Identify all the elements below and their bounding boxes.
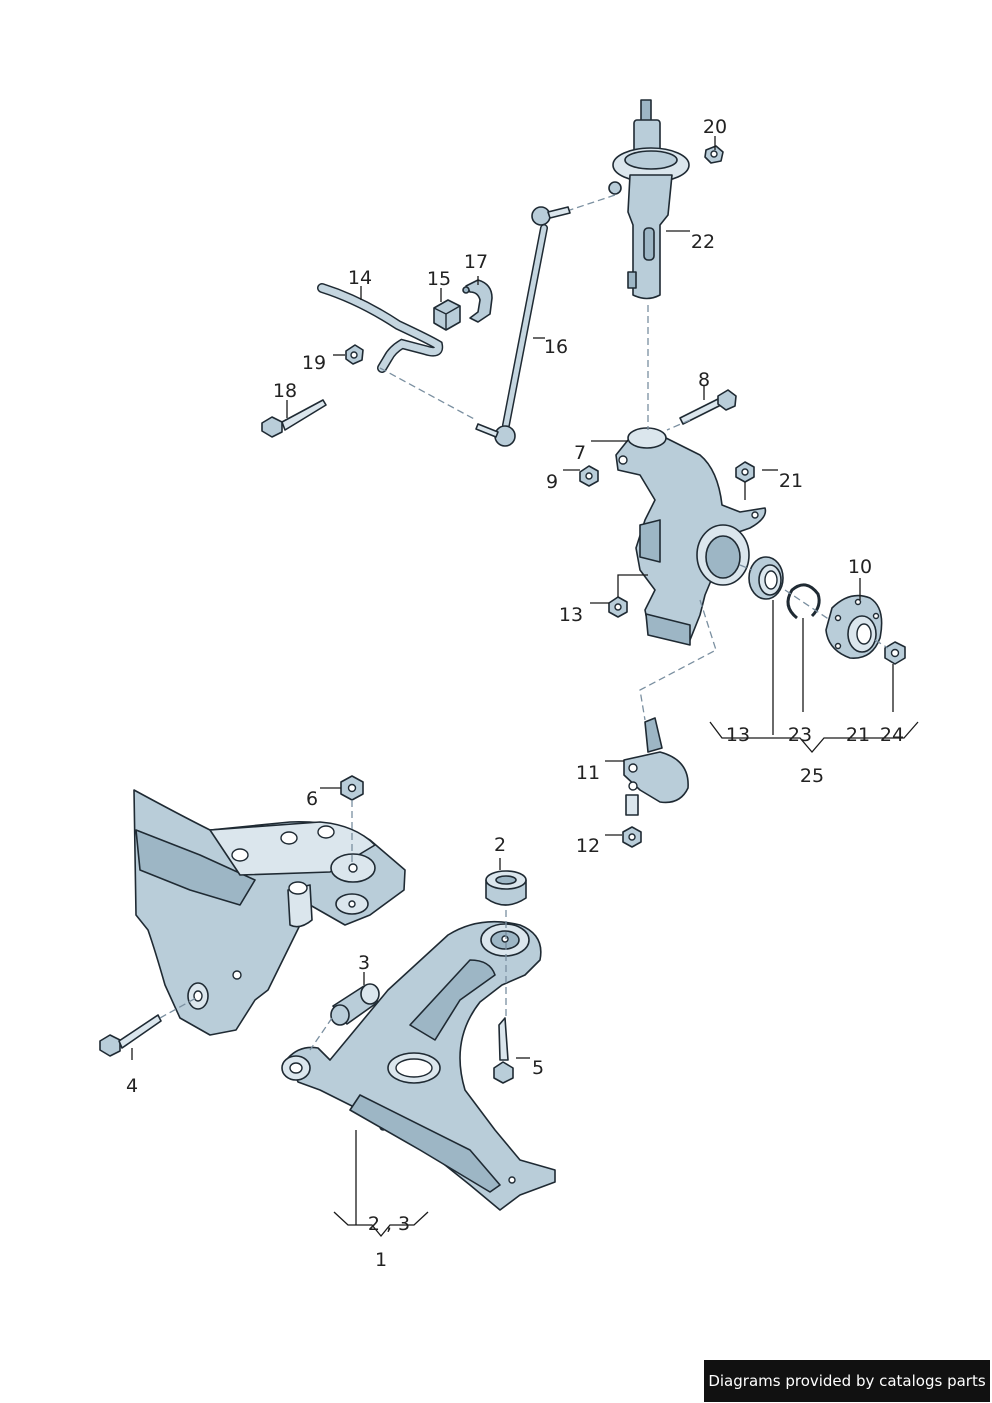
label-5[interactable]: 5	[532, 1057, 544, 1079]
label-23[interactable]: 23	[788, 724, 812, 746]
bolt-part-4[interactable]	[99, 1014, 162, 1057]
label-15[interactable]: 15	[427, 268, 451, 290]
bolt-part-5[interactable]	[493, 1017, 514, 1084]
label-2[interactable]: 2	[494, 834, 506, 856]
nut-part-21-upper[interactable]	[735, 461, 755, 483]
assembly-lines	[159, 194, 889, 1051]
label-13-left[interactable]: 13	[559, 604, 583, 626]
wheel-bearing-part-13[interactable]	[748, 556, 784, 600]
clamp-part-17[interactable]	[462, 279, 493, 323]
bushing-part-2[interactable]	[485, 870, 527, 906]
label-19[interactable]: 19	[302, 352, 326, 374]
label-11[interactable]: 11	[576, 762, 600, 784]
label-8[interactable]: 8	[698, 369, 710, 391]
coupling-rod-part-16[interactable]	[475, 206, 571, 447]
nut-part-20[interactable]	[704, 145, 724, 164]
label-7[interactable]: 7	[574, 442, 586, 464]
bushing-part-3[interactable]	[330, 983, 380, 1026]
nut-part-12[interactable]	[622, 826, 642, 848]
label-21-upper[interactable]: 21	[779, 470, 803, 492]
label-16[interactable]: 16	[544, 336, 568, 358]
label-6[interactable]: 6	[306, 788, 318, 810]
circlip-part-23[interactable]	[786, 583, 821, 620]
label-3[interactable]: 3	[358, 952, 370, 974]
wheel-hub-part-10[interactable]	[825, 594, 883, 659]
label-20[interactable]: 20	[703, 116, 727, 138]
brace-group-25	[709, 721, 919, 753]
part-labels: 20 22 14 15 17 16 19 18 8 7 9 21 10 13 1…	[126, 116, 904, 1271]
nut-part-13-left[interactable]	[608, 596, 628, 618]
credits-badge: Diagrams provided by catalogs parts	[704, 1360, 990, 1402]
credits-text: Diagrams provided by catalogs parts	[708, 1372, 986, 1390]
bolt-part-8[interactable]	[679, 389, 737, 425]
leader-lines	[131, 136, 894, 1225]
label-22[interactable]: 22	[691, 231, 715, 253]
steering-knuckle-part-7[interactable]	[615, 427, 767, 646]
label-1[interactable]: 1	[375, 1249, 387, 1271]
nut-part-9[interactable]	[579, 465, 599, 487]
label-12[interactable]: 12	[576, 835, 600, 857]
stabilizer-bar-part-14[interactable]	[317, 283, 444, 373]
label-10[interactable]: 10	[848, 556, 872, 578]
label-17[interactable]: 17	[464, 251, 488, 273]
ball-joint-part-11[interactable]	[623, 717, 689, 816]
label-24[interactable]: 24	[880, 724, 904, 746]
label-18[interactable]: 18	[273, 380, 297, 402]
control-arm-part-1[interactable]	[281, 920, 556, 1211]
label-25[interactable]: 25	[800, 765, 824, 787]
nut-part-19[interactable]	[345, 344, 364, 365]
brace-group-1	[333, 1211, 429, 1238]
label-9[interactable]: 9	[546, 471, 558, 493]
label-4[interactable]: 4	[126, 1075, 138, 1097]
bushing-part-15[interactable]	[433, 299, 461, 331]
subframe	[133, 789, 406, 1036]
strut-part-22[interactable]	[608, 99, 690, 300]
label-14[interactable]: 14	[348, 267, 372, 289]
bolt-part-18[interactable]	[261, 399, 327, 438]
label-2-3[interactable]: 2 , 3	[368, 1213, 410, 1235]
label-21-lower[interactable]: 21	[846, 724, 870, 746]
nut-part-24[interactable]	[884, 641, 906, 665]
nut-part-6[interactable]	[340, 775, 364, 801]
label-13-right[interactable]: 13	[726, 724, 750, 746]
